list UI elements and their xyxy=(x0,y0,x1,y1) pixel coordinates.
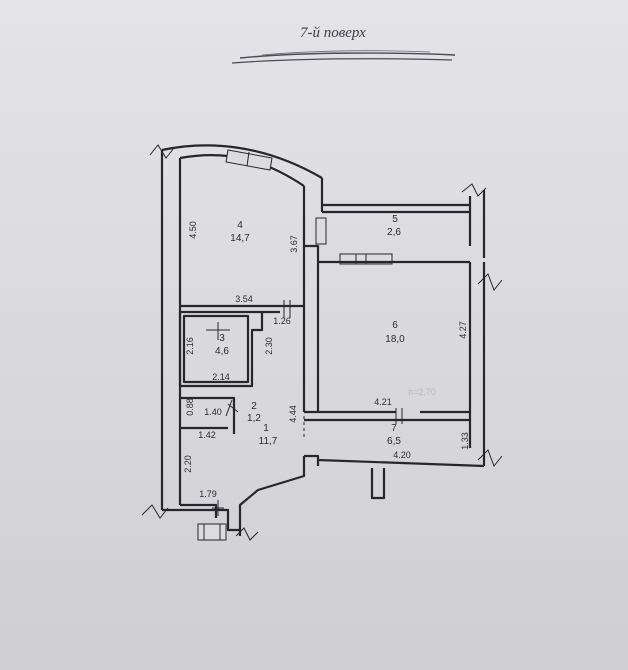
room-2-area: 1,2 xyxy=(247,413,261,424)
room-1-area: 11,7 xyxy=(259,436,278,447)
room-6-area: 18,0 xyxy=(385,334,405,345)
room-5-area: 2,6 xyxy=(387,227,401,238)
interior-walls xyxy=(178,244,470,434)
room-4-number: 4 xyxy=(237,220,243,231)
room-2-number: 2 xyxy=(251,401,257,412)
room-3-area: 4,6 xyxy=(215,346,229,357)
dim-1-79: 1.79 xyxy=(199,489,217,499)
dim-2-16: 2.16 xyxy=(185,337,195,355)
dim-4-27: 4.27 xyxy=(458,321,468,339)
wall-break-marks xyxy=(141,144,503,541)
dim-1-42: 1.42 xyxy=(198,430,216,440)
room-6-number: 6 xyxy=(392,320,398,331)
dim-4-50: 4.50 xyxy=(188,221,198,239)
room-5-number: 5 xyxy=(392,214,398,225)
dim-2-14: 2.14 xyxy=(212,372,230,382)
dim-1-40: 1.40 xyxy=(204,407,222,417)
dim-4-44: 4.44 xyxy=(288,405,298,423)
dim-0-88: 0.88 xyxy=(185,398,195,416)
dim-1-33: 1.33 xyxy=(460,432,470,450)
room-7-area: 6,5 xyxy=(387,436,401,447)
plan-title: 7-й поверх xyxy=(300,25,366,41)
dim-1-26: 1.26 xyxy=(273,316,291,326)
dim-2-20: 2.20 xyxy=(183,455,193,473)
outer-walls xyxy=(160,144,486,536)
room-3-number: 3 xyxy=(219,333,225,344)
title-underline xyxy=(231,50,456,64)
room-7-number: 7 xyxy=(391,423,397,434)
dimension-labels: 4.50 3.67 3.54 1.26 2.16 2.30 2.14 0.88 … xyxy=(183,221,470,499)
dim-3-67: 3.67 xyxy=(289,235,299,253)
door-markers xyxy=(206,300,403,516)
room-labels: 4 14,7 5 2,6 6 18,0 3 4,6 2 1,2 1 11,7 7… xyxy=(215,214,405,447)
windows xyxy=(197,149,393,541)
ceiling-height: h=2,70 xyxy=(408,387,436,397)
room-1-number: 1 xyxy=(263,423,269,434)
dim-2-30: 2.30 xyxy=(264,337,274,355)
dim-4-20: 4.20 xyxy=(393,450,411,460)
room-4-area: 14,7 xyxy=(230,233,250,244)
dim-4-21: 4.21 xyxy=(374,397,392,407)
dim-3-54: 3.54 xyxy=(235,294,253,304)
